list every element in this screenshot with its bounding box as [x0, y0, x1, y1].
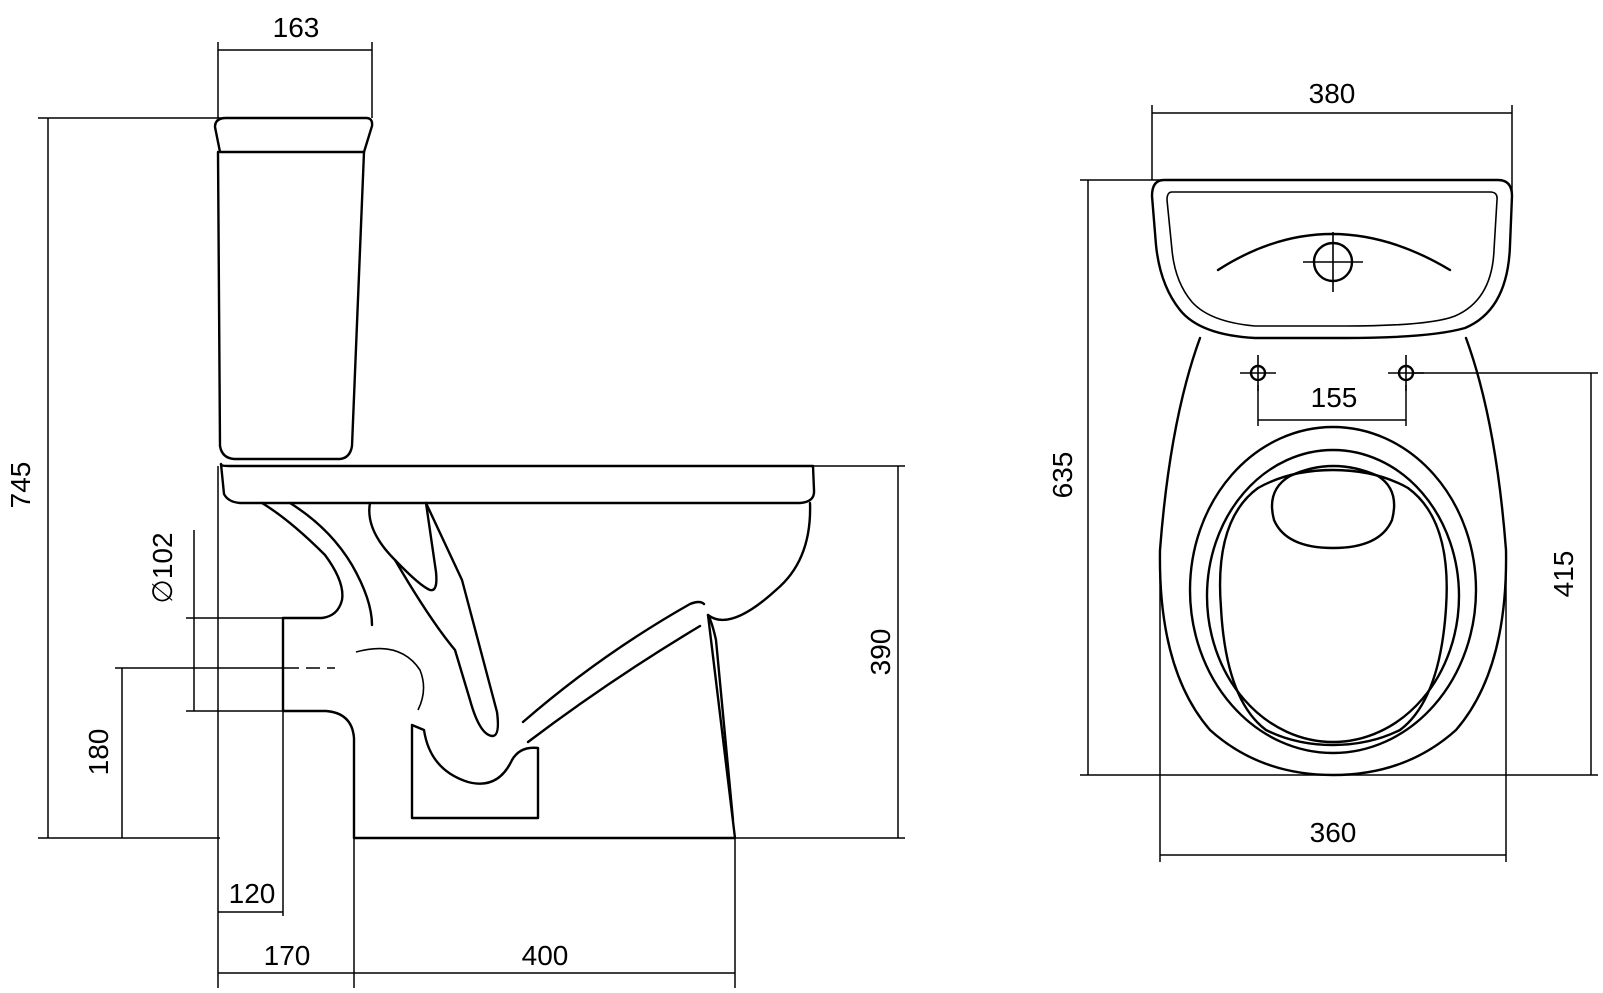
dim-total-height: 745: [5, 462, 36, 509]
cistern-top: [1150, 178, 1514, 340]
dim-base-length: 400: [522, 940, 569, 971]
dim-seat-length: 415: [1548, 551, 1579, 598]
bowl-rim-side: [219, 462, 816, 505]
dim-pipe-diameter: ∅102: [147, 532, 178, 603]
top-dimensions: [1080, 105, 1598, 862]
bowl-body-side: [260, 501, 812, 840]
dim-bowl-height: 390: [865, 629, 896, 676]
dim-bowl-width: 360: [1310, 817, 1357, 848]
side-view: 163 745 ∅102 390 180 120 170 400: [5, 12, 905, 988]
dim-outlet-offset: 120: [229, 878, 276, 909]
trapway-side: [285, 501, 706, 820]
top-view: 380 635 155 415 360: [1047, 78, 1598, 862]
cistern-side: [213, 116, 374, 461]
side-dimensions: [38, 42, 905, 988]
dim-tank-width-top: 380: [1309, 78, 1356, 109]
dim-total-depth: 635: [1047, 452, 1078, 499]
dim-tank-width-side: 163: [273, 12, 320, 43]
dim-wall-to-base: 170: [264, 940, 311, 971]
dim-bolt-spacing: 155: [1311, 382, 1358, 413]
dim-outlet-height: 180: [83, 729, 114, 776]
